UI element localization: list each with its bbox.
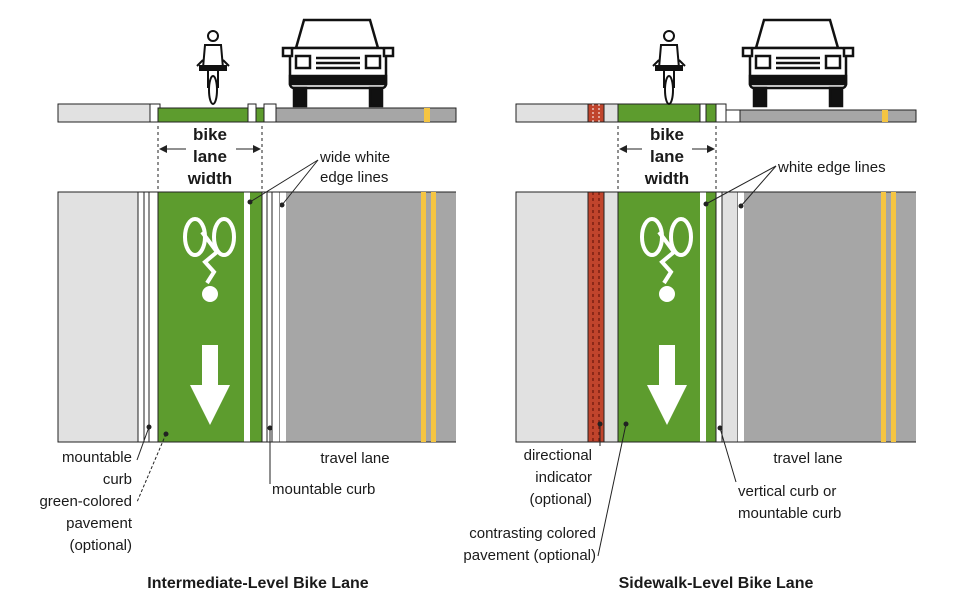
right-directional-label-3: (optional) (529, 491, 592, 508)
left-mountable-curb-label-2: curb (103, 471, 132, 488)
left-title: Intermediate-Level Bike Lane (147, 575, 369, 592)
left-panel: bike lane width (39, 18, 457, 592)
bike-symbol-icon (640, 217, 693, 302)
left-green-pavement-label-1: green-colored (39, 493, 132, 510)
arrow-down-icon (647, 345, 687, 425)
left-mountable-curb-label-1: mountable (62, 449, 132, 466)
car-icon (281, 18, 395, 108)
right-vertical-curb-label-1: vertical curb or (738, 483, 836, 500)
left-edge-lines-label-2: edge lines (320, 169, 388, 186)
left-mountable-curb-right-label: mountable curb (272, 481, 375, 498)
right-directional-label-1: directional (524, 447, 592, 464)
left-cross-section (57, 103, 457, 123)
right-cross-section (515, 103, 917, 123)
left-plan-view (57, 191, 456, 443)
bike-symbol-icon (183, 217, 236, 302)
left-green-pavement-label-3: (optional) (69, 537, 132, 554)
left-edge-lines-label-1: wide white (319, 149, 390, 166)
right-vertical-curb-label-2: mountable curb (738, 505, 841, 522)
left-width-label-1: bike (193, 125, 227, 144)
left-travel-lane-label: travel lane (320, 450, 389, 467)
left-width-label-2: lane (193, 147, 227, 166)
right-panel: bike lane width white edge (463, 18, 917, 592)
arrow-down-icon (190, 345, 230, 425)
right-width-label-3: width (644, 169, 689, 188)
right-edge-lines-label: white edge lines (777, 159, 886, 176)
bicyclist-icon (196, 30, 230, 105)
bicyclist-icon (652, 30, 686, 105)
left-width-label-3: width (187, 169, 232, 188)
right-title: Sidewalk-Level Bike Lane (619, 575, 814, 592)
car-icon (741, 18, 855, 108)
right-contrasting-label-1: contrasting colored (469, 525, 596, 542)
right-contrasting-label-2: pavement (optional) (463, 547, 596, 564)
right-plan-view (515, 191, 916, 443)
left-green-pavement-label-2: pavement (66, 515, 133, 532)
right-width-label-2: lane (650, 147, 684, 166)
right-width-label-1: bike (650, 125, 684, 144)
right-travel-lane-label: travel lane (773, 450, 842, 467)
right-directional-label-2: indicator (535, 469, 592, 486)
